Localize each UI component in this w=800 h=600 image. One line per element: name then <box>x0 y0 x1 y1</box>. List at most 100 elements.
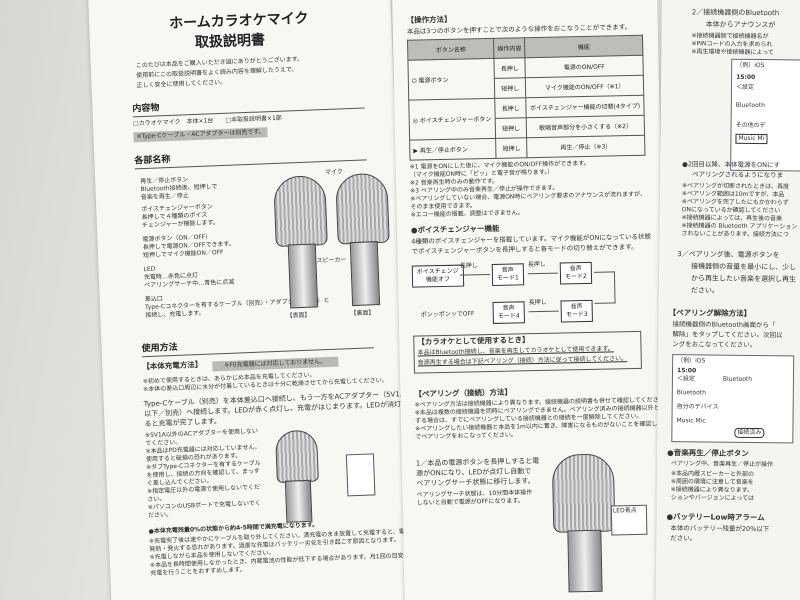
flow-arrow-label: 長押し <box>459 262 478 270</box>
table-cell: 短押し <box>495 137 528 159</box>
title-line-1: ホームカラオケマイク <box>168 10 309 32</box>
phone-text: その他のデ <box>735 121 766 130</box>
flow-mode4: 音声 モード4 <box>492 301 525 324</box>
battery-alarm-line: ださい。 <box>670 534 697 543</box>
part-label: チェンジャーが機能します。 <box>141 219 220 230</box>
table-cell: 短押し <box>495 117 527 139</box>
manual-left-page: ホームカラオケマイク 取扱説明書 このたびは本品をご購入いただき誠にありがとうご… <box>88 0 414 600</box>
charge-heading: 【本体充電方法】 <box>142 359 203 372</box>
flow-arrow-label: 長押し <box>527 260 546 269</box>
pairing-note: でペアリングをおこなってください。 <box>415 431 517 441</box>
step2-line: 本体からアナウンスが <box>705 20 776 30</box>
phone-text: ＜設定 <box>735 83 755 91</box>
title-line-2: 取扱説明書 <box>194 32 266 51</box>
phone-screenshot-2: （例）iOS 15:00 ＜設定 Bluetooth Bluetooth 自分の… <box>671 354 795 444</box>
pairing-bullet: ペアリングされるようになりま <box>692 170 784 180</box>
phone-screenshot-1: （例）iOS 15:00 ＜設定 Bluetooth その他のデ Music M… <box>730 58 800 172</box>
phone-device-item: Music Mic <box>676 417 706 425</box>
ops-intro: 本品は3つのボタンを押すことで次のような操作をおこなうことができます。 <box>406 23 632 36</box>
contents-line: □カラオケマイク 本体×1台 □本取扱説明書×1部 <box>132 114 282 128</box>
step1-line: 1／本品の電源ボタンを長押しすると電 <box>415 457 540 468</box>
contents-note: ※Type-Cケーブル・ACアダプターは別売です。 <box>133 127 269 143</box>
phone-text: Bluetooth <box>722 375 753 383</box>
table-cell: マイク機能のON/OFF（※1） <box>525 75 644 98</box>
table-header: 操作内容 <box>493 37 526 59</box>
table-cell: ◎ ボイスチェンジャーボタン <box>408 98 496 141</box>
led-label: LED青点 <box>612 506 637 515</box>
mic-back-body <box>349 241 381 307</box>
ops-heading: 【操作方法】 <box>406 14 452 25</box>
battery-alarm-line: 本体のバッテリー残量が20%以下 <box>670 524 770 534</box>
release-heading: 【ペアリング解除方法】 <box>668 308 752 318</box>
table-header: ボタン名称 <box>407 38 495 61</box>
phone-text: Bluetooth <box>735 101 765 110</box>
flow-arrow <box>459 274 490 276</box>
back-label: 【裏面】 <box>350 309 375 318</box>
part-label: 接続し、充電します。 <box>145 309 205 320</box>
battery-alarm-heading: ●バッテリーLow時アラーム <box>666 512 765 523</box>
phone-text: （例）iOS <box>677 357 706 365</box>
step3-line: 3／ペアリング後、電源ボタンを <box>677 250 780 260</box>
step1-line: しないと自動で電源がOFFになります。 <box>416 497 524 507</box>
table-header: 機能 <box>524 35 643 58</box>
phone-device-item: Music Mi <box>735 133 768 145</box>
mic-front-body <box>287 243 319 309</box>
charge-bullet: ださい。 <box>147 511 173 520</box>
table-cell: 長押し <box>494 57 526 79</box>
flow-off: ボイスチェンジ 機能オフ <box>411 264 465 288</box>
pairing-heading: 【ペアリング（接続）方法】 <box>414 387 512 399</box>
step2-line: ※再生環境や接続機器によって <box>691 48 774 57</box>
charge-note: ※F0充電器には対応しておりません。 <box>212 356 339 372</box>
manual-right-page: 2／接続機器側のBluetooth 本体からアナウンスが ※接続機器側で接続機器… <box>655 0 800 600</box>
flow-mode1: 音声 モード1 <box>491 263 524 286</box>
mic-charging-body <box>284 479 313 523</box>
table-cell: ボイスチェンジャー機能の切替(4タイプ) <box>526 95 645 118</box>
release-line: 接続機器側のBluetooth画面から「 <box>672 320 776 330</box>
part-label: 音楽を再生／停止 <box>140 192 189 202</box>
intro-line-3: 正しく安全に使用してください。 <box>136 78 227 90</box>
mic-front-head <box>273 175 328 247</box>
play-line: ペアリング中、音楽再生／停止が操作 <box>671 460 774 469</box>
flow-arrow <box>528 310 559 313</box>
pairing-bullet: ●2回目以降、本体電源をONにす <box>682 160 781 170</box>
step3-line: 接機器側の音量を最小にし、少し <box>691 262 797 272</box>
manual-middle-page: 【操作方法】 本品は3つのボタンを押すことで次のような操作をおこなうことができま… <box>392 0 670 600</box>
phone-text: （例）iOS <box>736 61 765 70</box>
phone-connected-status: 接続済み <box>734 427 765 439</box>
step2-line: 2／接続機器側のBluetooth <box>691 8 780 18</box>
operations-table: ボタン名称 操作内容 機能 ⏻ 電源ボタン 長押し 電源のON/OFF 短押し … <box>407 35 645 161</box>
charge-bullet: ※5V1A以外のACアダプターを使用しない <box>144 427 259 440</box>
usage-heading: 使用方法 <box>141 342 178 355</box>
wall-outlet-icon <box>345 453 376 497</box>
phone-text: 自分のデバイス <box>676 403 719 411</box>
flow-arrow <box>527 272 558 275</box>
phone-text: 15:00 <box>676 367 697 375</box>
contents-heading: 内容物 <box>132 103 160 115</box>
release-line: 解除」をタップしてください。次回以 <box>672 330 783 340</box>
charge-line: ると充電が完了します。 <box>144 417 221 429</box>
play-line: ションやバージョンによっては <box>670 494 755 502</box>
mic-charging-head <box>274 429 319 484</box>
table-cell: ▶ 再生／停止ボタン <box>409 138 497 161</box>
pairing-bullet: されないことがあります。接続方法につ <box>681 230 789 239</box>
speaker-label: スピーカー <box>316 256 347 265</box>
table-cell: 長押し <box>494 97 527 119</box>
phone-text: ＜設定 <box>676 375 696 383</box>
table-cell: 短押し <box>494 77 527 99</box>
release-line: ングをおこなってください。 <box>672 340 757 350</box>
step1-line: 源がONになり、LEDが点灯し自動で <box>416 467 532 478</box>
table-cell: 再生／停止（※3） <box>526 135 645 158</box>
part-label: 短押しでマイク機能ON／OFF <box>142 248 224 260</box>
table-cell: ⏻ 電源ボタン <box>407 58 495 101</box>
table-cell: 歌唱音声部分を小さくする（※2） <box>526 115 645 138</box>
play-heading: ●音楽再生／停止ボタン <box>667 448 749 458</box>
mic-pairing-head <box>551 453 616 533</box>
flow-mode3: 音声 モード3 <box>560 299 593 323</box>
front-label: 【表面】 <box>286 311 311 320</box>
step3-line: から再生したい音楽を選択し再生 <box>690 274 797 284</box>
mic-back-head <box>335 172 390 245</box>
step1-line: ペアリングサーチ状態に移行します。 <box>416 477 535 488</box>
phone-text: 15:00 <box>736 73 756 81</box>
table-cell: 電源のON/OFF <box>525 55 644 78</box>
flow-return-label: ポンッポンッでOFF <box>420 310 475 319</box>
